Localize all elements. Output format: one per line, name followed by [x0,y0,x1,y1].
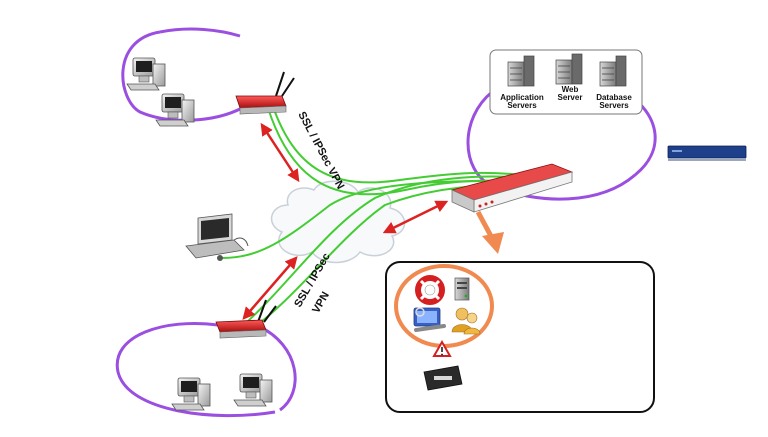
vpn-label-top: SSL / IPSec VPN [295,110,346,192]
lan-ring-top-left [121,30,243,122]
pc-icon-bottom-2 [233,373,273,407]
pc-icon-top-1 [126,57,166,91]
web-server-label-1: Web [562,85,579,94]
orange-arrow-line [475,210,495,240]
lan-ring-bottom-left-right [257,324,297,412]
orange-arrow-head [482,232,504,254]
arrow-router-bottom-cloud [242,256,298,320]
app-servers-label-1: Application [500,93,544,102]
router-top-icon [235,71,295,115]
pc-icon-bottom-1 [171,377,211,411]
lan-ring-bottom-left [115,321,276,418]
arrow-router-top-cloud [260,122,300,183]
internet-cloud [270,180,406,264]
tools-monitor-icon [413,307,446,332]
web-server-label-2: Server [558,93,583,102]
lan-ring-top-left-arc [159,27,241,38]
security-gateway-icon [450,163,574,213]
app-servers-label-2: Servers [507,101,537,110]
arrow-cloud-gateway [382,200,449,234]
server-icon [454,277,470,301]
laptop-icon [185,213,249,261]
warning-device-icon [423,339,463,391]
vpn-label-bottom-line2: VPN [310,290,332,316]
db-servers-label-1: Database [596,93,632,102]
users-group-icon [451,307,481,335]
router-bottom-icon [215,299,277,339]
network-appliance-icon [667,145,747,161]
db-servers-label-2: Servers [599,101,629,110]
lifebuoy-icon [415,275,445,305]
lan-ring-datacenter [466,90,657,201]
vpn-tunnel-laptop [221,180,549,259]
pc-icon-top-2 [155,93,195,127]
